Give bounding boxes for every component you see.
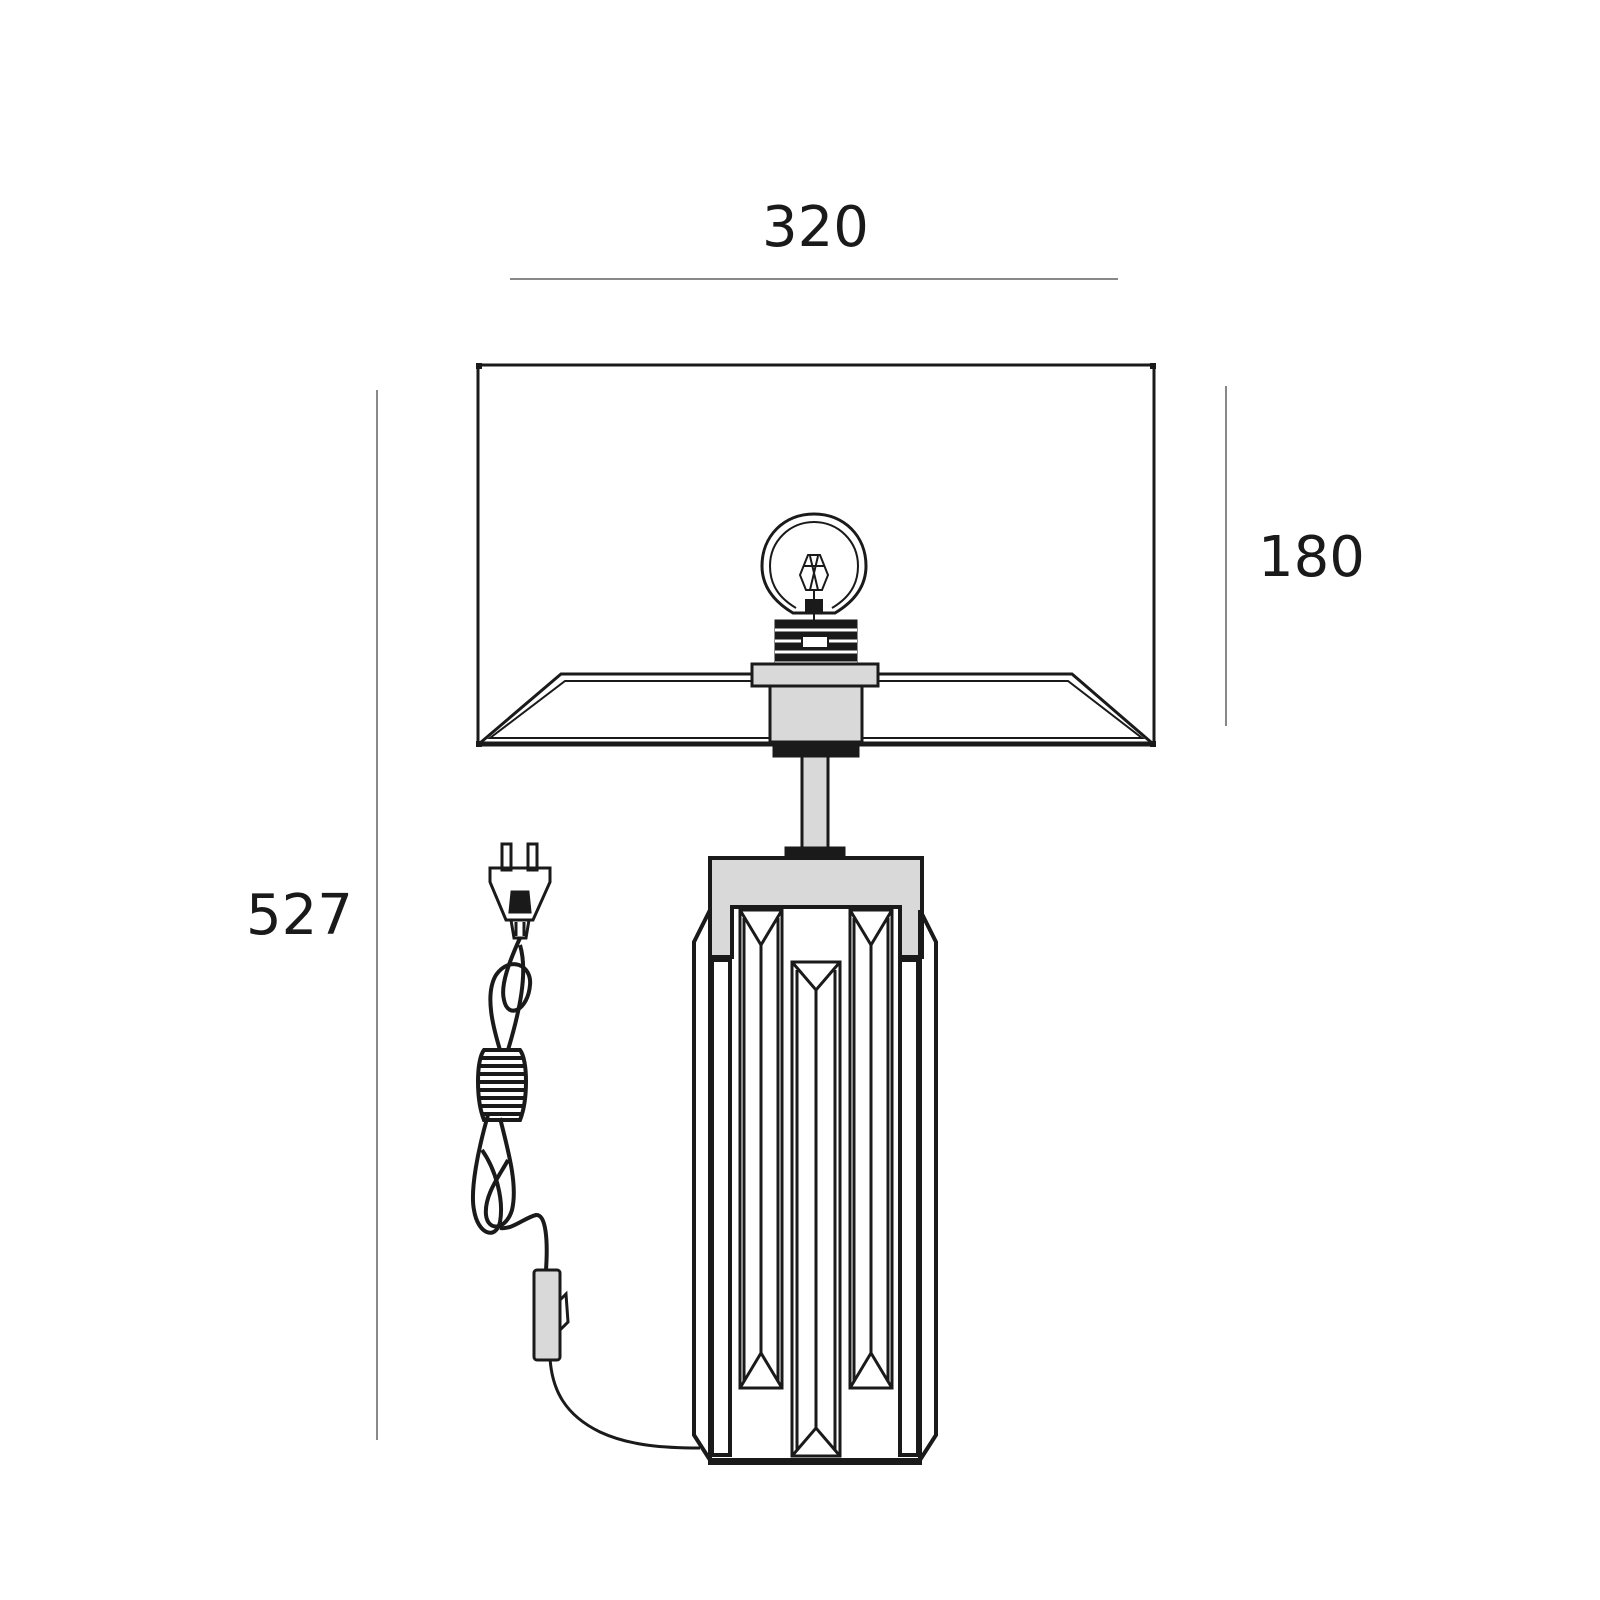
lamp-stem [784, 754, 846, 860]
power-plug-icon [488, 842, 552, 940]
prism-right-edge [898, 958, 920, 1457]
crystal-prisms [710, 908, 920, 1458]
prism-3 [848, 908, 894, 1390]
power-cord [470, 937, 701, 1450]
prism-1 [738, 908, 784, 1390]
cord-coil [476, 1048, 528, 1122]
prism-2 [790, 960, 842, 1458]
width-dimension-label: 320 [762, 195, 869, 260]
lamp-holder [750, 662, 880, 758]
total-height-dimension-label: 527 [246, 883, 353, 948]
shade-height-dimension-label: 180 [1258, 525, 1365, 590]
inline-switch-icon [532, 1268, 570, 1362]
light-bulb-icon [760, 512, 868, 632]
prism-left-edge [710, 958, 732, 1457]
